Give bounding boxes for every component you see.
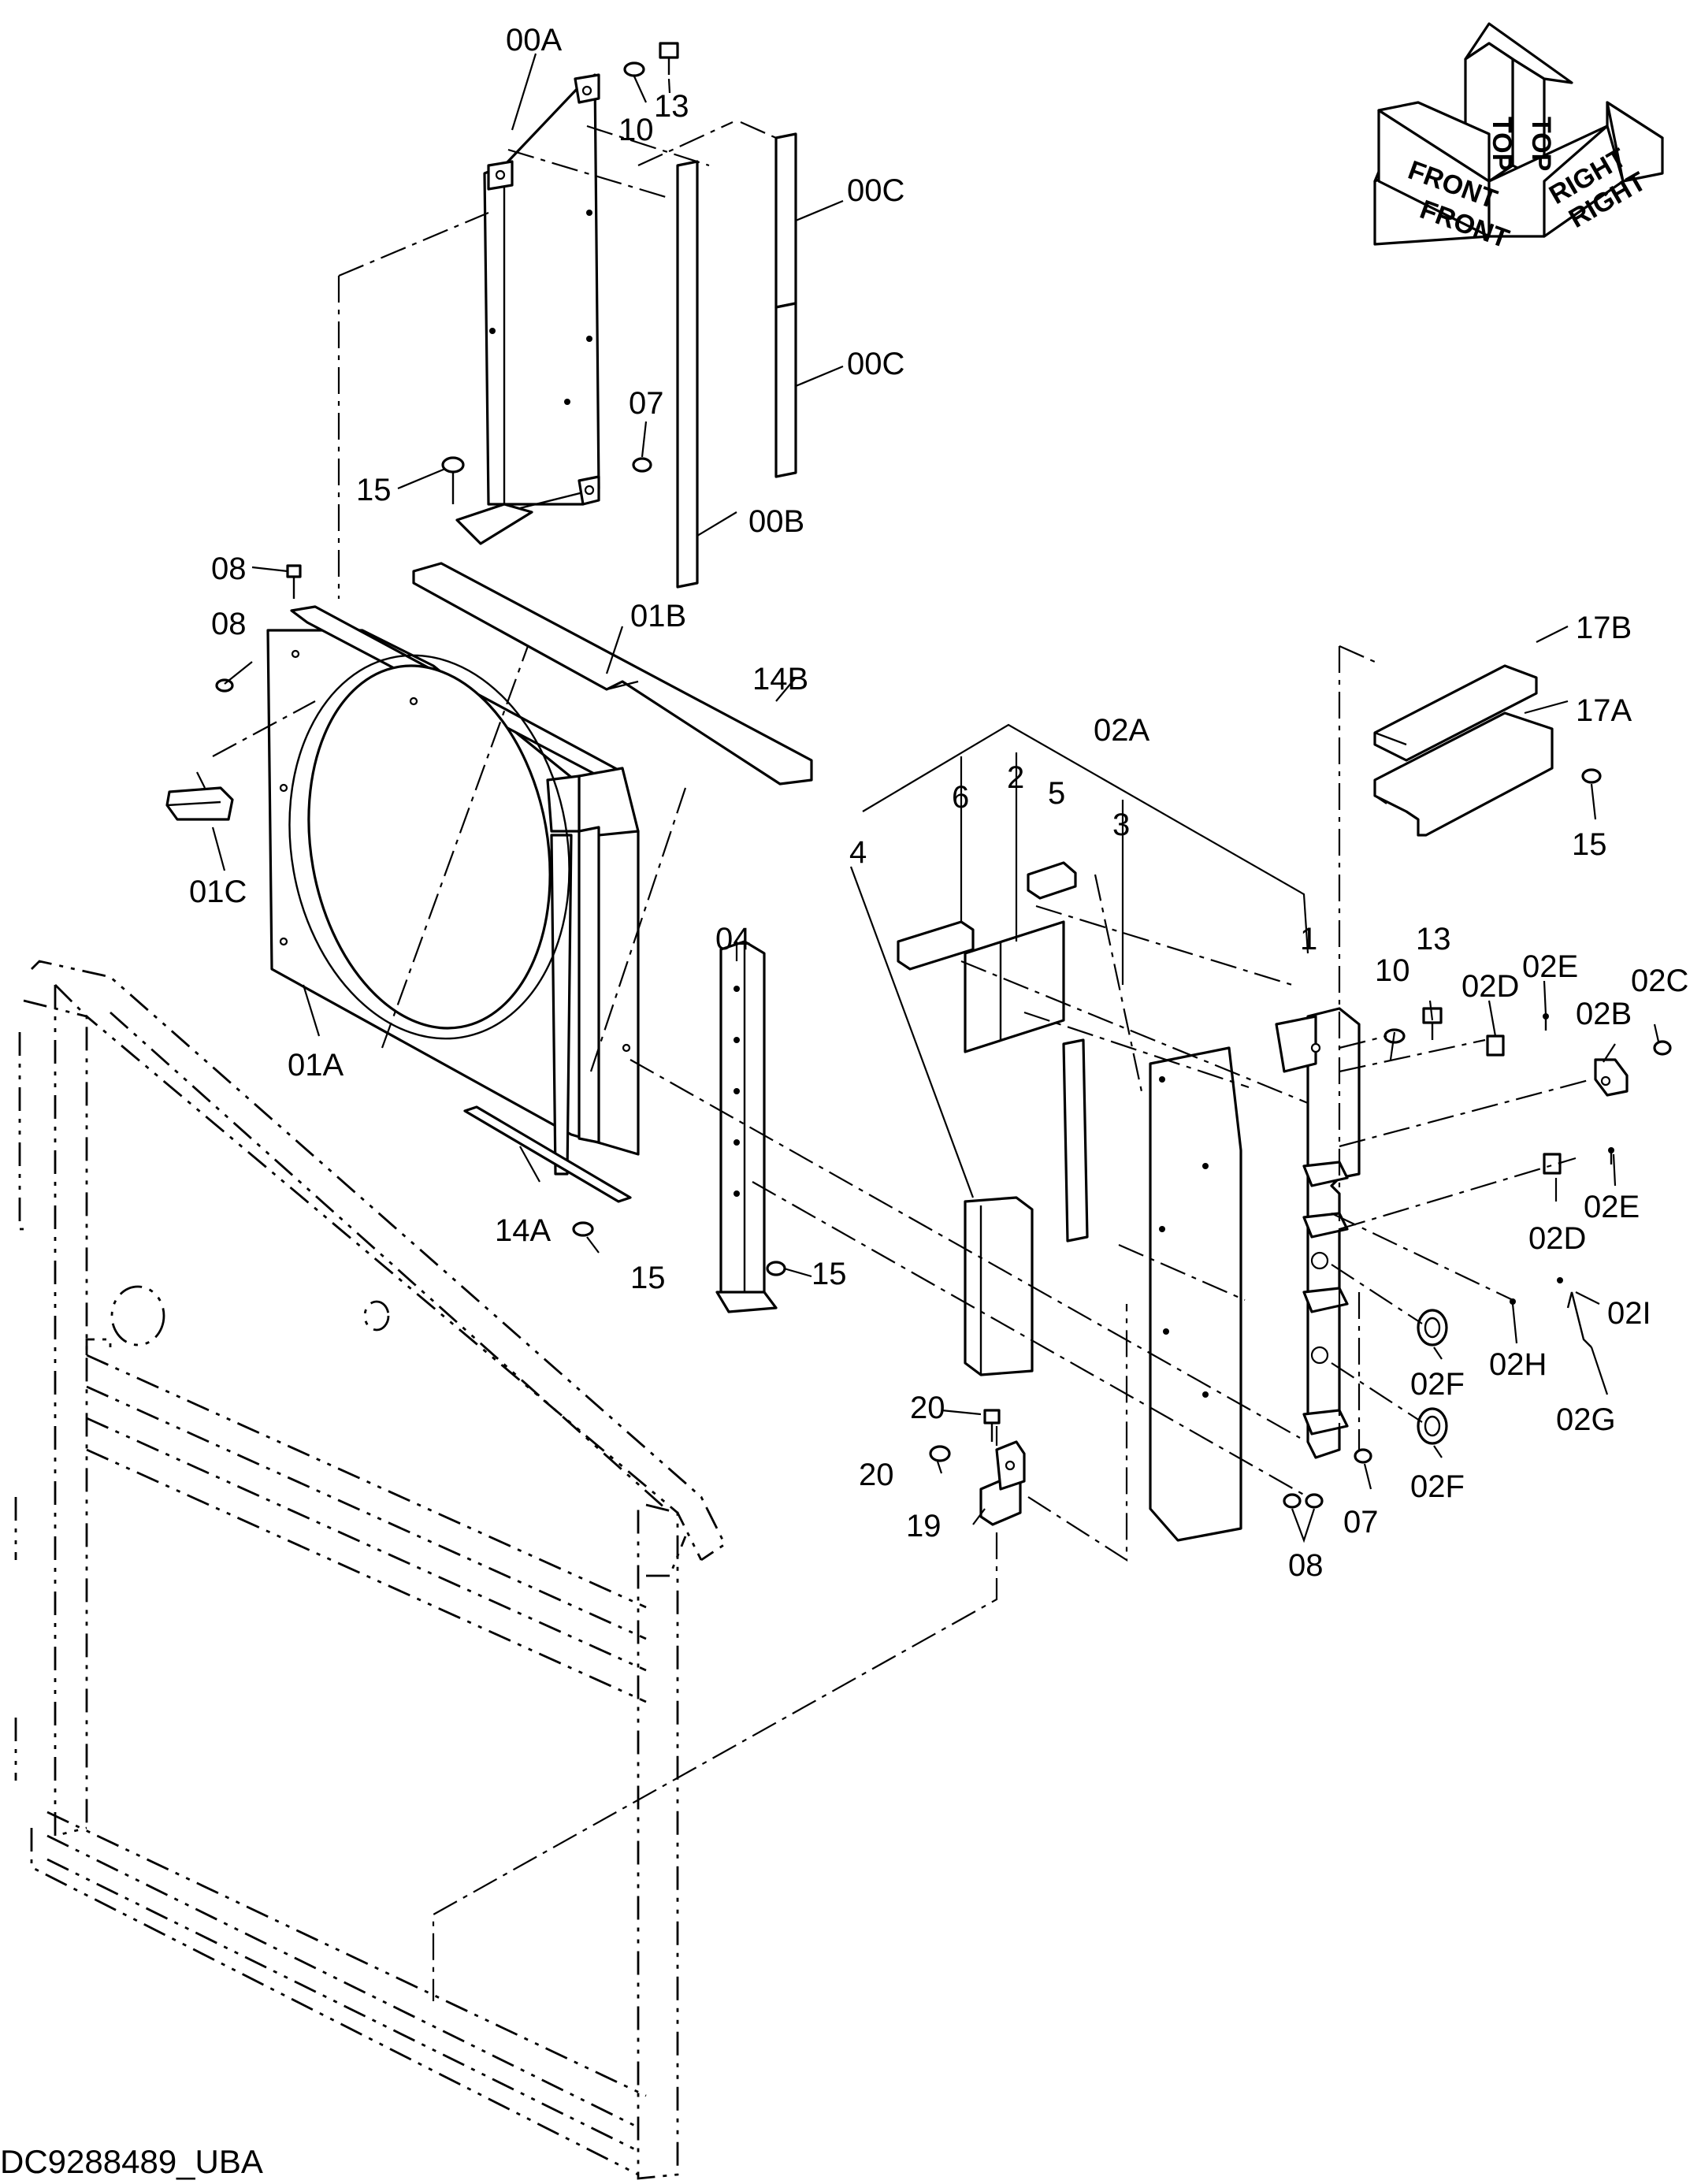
part-00A-bracket [455,73,600,545]
label-02F-b: 02F [1410,1469,1465,1504]
label-02D-a: 02D [1461,969,1519,1004]
part-10-washer-top [623,61,645,77]
part-02I-pin [1557,1277,1563,1283]
part-01A-fan-shroud [266,605,640,1176]
part-20-bolt-b [929,1445,951,1462]
part-08-bolt-b [215,678,234,693]
part-00B-strip [676,160,699,589]
part-15-bolt-17 [1581,768,1602,784]
part-07-bolt-top [632,457,652,473]
label-15-top: 15 [356,473,392,507]
label-00A: 00A [506,23,562,58]
label-1: 1 [1300,922,1317,956]
part-02F-grommet-b [1417,1407,1448,1445]
part-02B-plate [1594,1058,1629,1097]
label-15-left: 15 [630,1261,666,1295]
label-02C: 02C [1631,964,1688,998]
label-02I: 02I [1607,1296,1651,1331]
part-17A-seal [1373,711,1554,837]
part-02A-seal-5 [1027,861,1077,900]
part-04-support [715,940,778,1313]
label-00C-upper: 00C [847,173,904,208]
part-02G-wire [1566,1291,1592,1348]
label-02G: 02G [1556,1402,1616,1437]
label-02B: 02B [1576,997,1632,1031]
label-02H: 02H [1489,1347,1547,1382]
part-02F-grommet-a [1417,1309,1448,1346]
label-20-a: 20 [910,1391,945,1425]
part-02A-seal-3 [1062,1038,1089,1242]
part-15-bolt-top [441,456,465,504]
label-02E-b: 02E [1584,1190,1640,1224]
label-02E-a: 02E [1522,949,1578,984]
label-2: 2 [1007,760,1024,795]
part-08-bolt-a [286,564,302,599]
part-02A-seal-2 [964,920,1065,1053]
center-lines [196,121,1592,2001]
orientation-top-label: TOP [1487,117,1517,171]
leader-lines [211,53,1660,1543]
label-10-right: 10 [1375,953,1410,988]
label-04: 04 [715,922,751,956]
part-13-bolt-top [659,42,679,75]
label-6: 6 [952,780,969,815]
label-5: 5 [1048,776,1065,811]
part-02A-seal-4 [964,1196,1034,1376]
part-02D-clip-a [1486,1034,1505,1057]
orientation-arrows-icon: FRONT FRONT TOP TOP RIGHT RIGHT [1373,22,1664,254]
label-3: 3 [1112,808,1130,842]
part-08-bolts-right [1283,1493,1324,1509]
label-20-b: 20 [859,1458,894,1492]
radiator-frame-phantom [14,960,726,2180]
label-01C: 01C [189,875,247,909]
label-00C-lower: 00C [847,347,904,381]
label-14A: 14A [495,1213,551,1248]
part-01C-block [165,786,234,821]
orientation-top-label-2: TOP [1526,117,1556,171]
label-17B: 17B [1576,611,1632,645]
drawing-code: DC9288489_UBA [0,2143,263,2180]
part-02D-clip-b [1543,1153,1562,1175]
label-08-b: 08 [211,607,247,641]
label-02A: 02A [1094,713,1149,748]
part-02E-screw-b [1608,1147,1614,1164]
label-07-top: 07 [629,386,664,421]
label-02D-b: 02D [1528,1221,1586,1256]
part-17B-seal [1373,664,1538,762]
label-14B: 14B [752,662,808,696]
callout-labels: 00A 10 13 00C 00C 07 15 00B 08 08 01B 14… [189,23,1688,1583]
label-19: 19 [906,1509,941,1543]
label-07-right: 07 [1343,1505,1379,1540]
part-20-bolt-a [983,1409,1001,1442]
label-17A: 17A [1576,693,1632,728]
part-02E-screw-a [1543,1013,1549,1031]
part-19-bracket [979,1440,1026,1526]
label-15-04: 15 [812,1257,847,1291]
part-00C-strip-lower [774,302,797,478]
label-10-top: 10 [618,113,654,147]
label-00B: 00B [748,504,804,539]
label-02F-a: 02F [1410,1367,1465,1402]
label-01B: 01B [630,599,686,633]
label-15-17: 15 [1572,827,1607,862]
part-02C-bolt [1653,1040,1672,1056]
label-4: 4 [849,835,867,870]
part-00C-strip-upper [774,132,797,309]
label-01A: 01A [288,1048,344,1083]
part-14A-seal [463,1105,632,1203]
part-01B-seal [412,562,813,786]
label-08-a: 08 [211,552,247,586]
part-15-bolt-left [572,1221,594,1237]
label-08-right: 08 [1288,1548,1324,1583]
part-02A-plate [1149,1046,1242,1542]
label-13-top: 13 [654,89,689,124]
label-13-right: 13 [1416,922,1451,956]
part-07-bolt-right [1354,1448,1372,1464]
part-15-bolt-04 [766,1261,786,1276]
part-1-bracket [1275,1007,1361,1459]
